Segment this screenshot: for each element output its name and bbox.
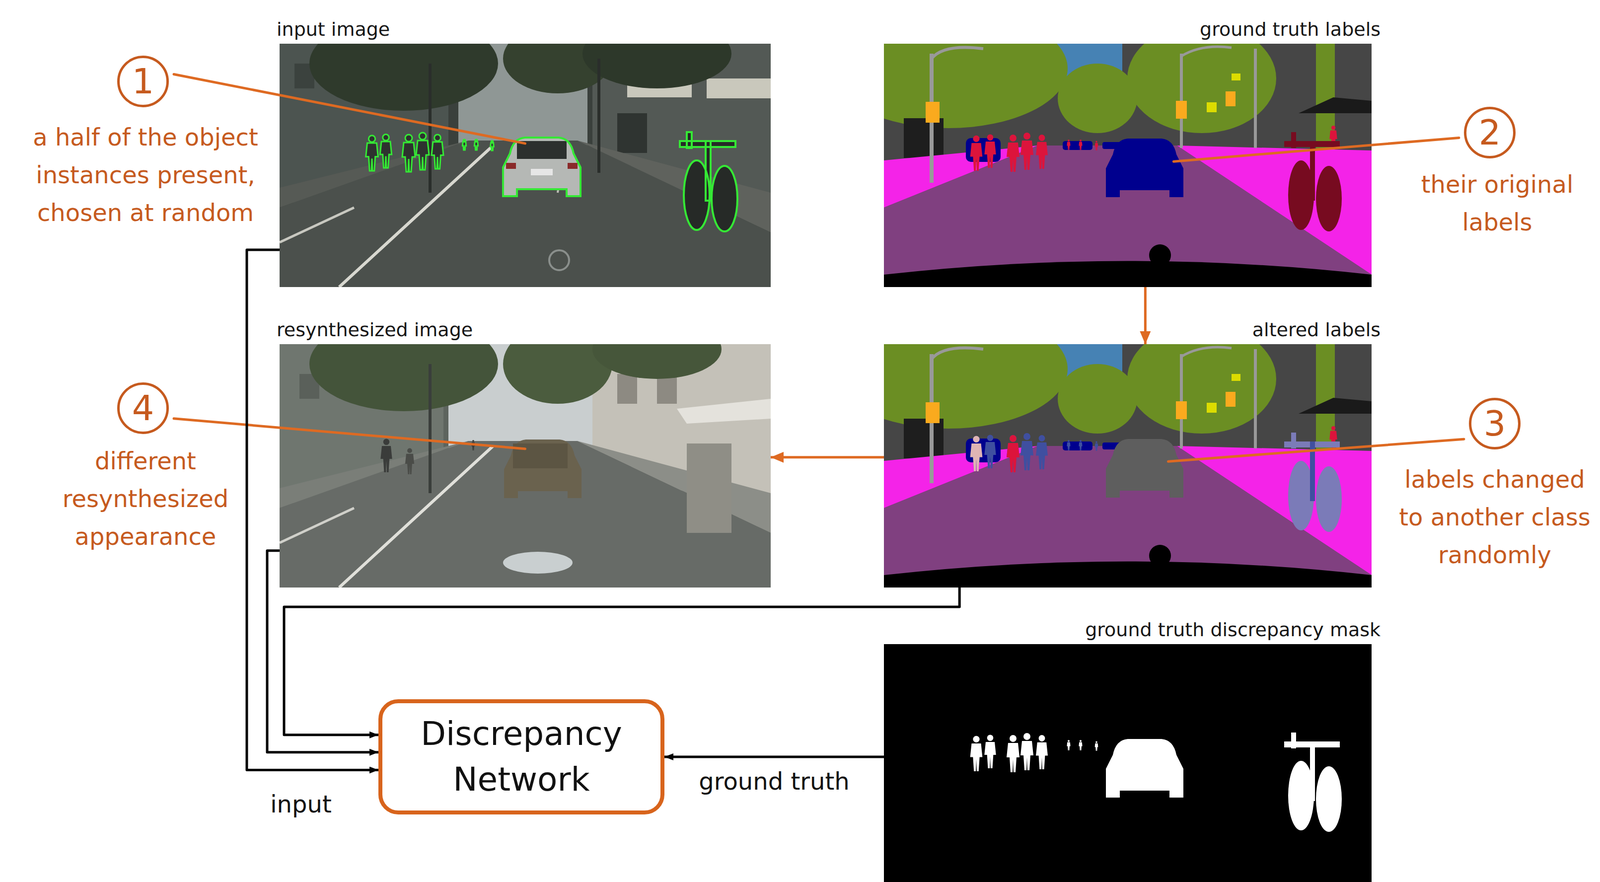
street-photo-part xyxy=(506,162,516,169)
resynthesized-photo-part xyxy=(279,508,355,543)
image-panel: altered labels xyxy=(883,344,1372,587)
callout-circle: 3labels changed to another class randoml… xyxy=(1468,397,1521,450)
street-photo-part xyxy=(617,113,648,153)
resynthesized-photo-part xyxy=(676,398,771,424)
resynthesized-photo-part xyxy=(339,445,494,588)
street-photo-part xyxy=(428,63,432,193)
image-panel: input image xyxy=(279,43,771,288)
resynthesized-photo-part xyxy=(279,440,771,588)
street-photo xyxy=(279,43,771,288)
discrepancy-mask xyxy=(883,644,1372,882)
image-panel: ground truth discrepancy mask xyxy=(883,644,1372,882)
callout-text: their original labels xyxy=(1397,165,1597,241)
resynthesized-photo-part xyxy=(428,363,432,494)
callout-number: 3 xyxy=(1483,406,1507,441)
callout-text: labels changed to another class randomly xyxy=(1394,460,1596,574)
altered-label-map-part xyxy=(970,436,983,472)
resynthesized-photo-part xyxy=(380,438,392,473)
callout-circle: 1a half of the object instances present,… xyxy=(117,55,169,108)
street-photo-part xyxy=(309,43,499,111)
callout-text: a half of the object instances present, … xyxy=(16,118,275,232)
resynthesized-photo-part xyxy=(617,373,638,404)
street-photo-part xyxy=(706,78,771,99)
street-photo-part xyxy=(530,168,553,176)
street-photo-part xyxy=(567,162,578,169)
street-photo-part xyxy=(365,132,495,172)
resynthesized-photo-part xyxy=(686,443,732,533)
discrepancy-mask-part xyxy=(1284,732,1342,832)
free-label: input xyxy=(270,790,332,818)
callout-number: 2 xyxy=(1478,115,1502,150)
callout-circle: 4different resynthesized appearance xyxy=(117,382,169,435)
altered-label-map-part xyxy=(1006,435,1020,473)
altered-label-map-part xyxy=(1105,438,1184,498)
edge-label: ground truth xyxy=(694,767,854,796)
discrepancy-mask-part xyxy=(970,732,1099,773)
callout-circle: 2their original labels xyxy=(1463,106,1516,159)
resynthesized-photo-part xyxy=(512,443,568,469)
panel-heading: ground truth discrepancy mask xyxy=(1085,619,1381,642)
street-photo-part xyxy=(279,207,355,243)
discrepancy-mask-part xyxy=(883,644,1372,882)
street-photo-part xyxy=(365,132,495,172)
street-photo-part xyxy=(679,132,738,232)
street-photo-part xyxy=(503,137,581,197)
label-map-part xyxy=(883,43,1372,288)
altered-label-map xyxy=(883,344,1372,588)
callout-leader xyxy=(1173,137,1459,162)
panel-heading: resynthesized image xyxy=(276,319,473,342)
process-box: Discrepancy Network xyxy=(378,699,665,815)
image-panel: ground truth labels xyxy=(883,43,1372,288)
flow-arrow xyxy=(664,755,884,759)
resynthesized-photo xyxy=(279,344,771,588)
callout-text: different resynthesized appearance xyxy=(46,441,245,556)
discrepancy-mask-part xyxy=(1105,738,1184,798)
box-label: Discrepancy Network xyxy=(392,711,651,803)
street-photo-part xyxy=(503,137,581,197)
panel-heading: ground truth labels xyxy=(1199,18,1381,41)
callout-leader xyxy=(1168,438,1464,462)
panel-heading: altered labels xyxy=(1252,319,1381,342)
resynthesized-photo-part xyxy=(405,448,415,475)
callout-number: 4 xyxy=(132,390,155,426)
label-map xyxy=(883,43,1372,288)
resynthesized-photo-part xyxy=(309,344,499,412)
label-map-part xyxy=(1105,138,1184,198)
image-panel: resynthesized image xyxy=(279,344,771,587)
process-arrow xyxy=(1144,287,1147,345)
callout-leader xyxy=(173,418,526,449)
panel-heading: input image xyxy=(276,18,390,41)
resynthesized-photo-part xyxy=(592,344,722,379)
street-photo-part xyxy=(549,250,570,271)
altered-label-map-part xyxy=(1284,432,1342,532)
process-arrow xyxy=(770,455,884,459)
street-photo-part xyxy=(582,43,732,89)
street-photo-part xyxy=(339,145,494,288)
street-photo-part xyxy=(597,58,601,173)
resynthesized-photo-part xyxy=(503,551,573,574)
street-photo-part xyxy=(679,132,738,232)
altered-label-map-part xyxy=(883,344,1372,588)
callout-number: 1 xyxy=(132,64,155,99)
label-map-part xyxy=(970,132,1099,172)
altered-label-map-part xyxy=(970,433,1099,473)
